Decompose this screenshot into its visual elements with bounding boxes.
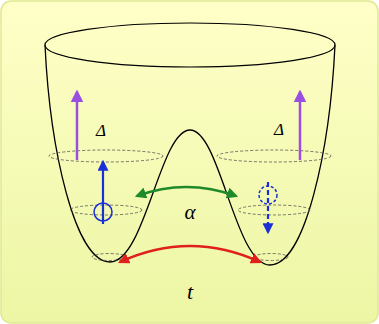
zeeman-arrow: [76, 92, 79, 160]
spin-orbit-label: α: [184, 202, 195, 223]
energy-levels: [49, 150, 331, 261]
zeeman-label: Δ: [96, 122, 106, 139]
zeeman-arrow: [299, 92, 302, 160]
potential-profile: [45, 45, 335, 265]
spin-down-arrow: [267, 182, 269, 232]
bowl-rim: [45, 23, 335, 67]
tunneling-label: t: [187, 281, 193, 303]
zeeman-label: Δ: [274, 121, 284, 138]
spin-orbit-arrow: [137, 187, 236, 196]
spin-up-arrow: [102, 162, 104, 224]
tunneling-arrow: [120, 246, 260, 262]
